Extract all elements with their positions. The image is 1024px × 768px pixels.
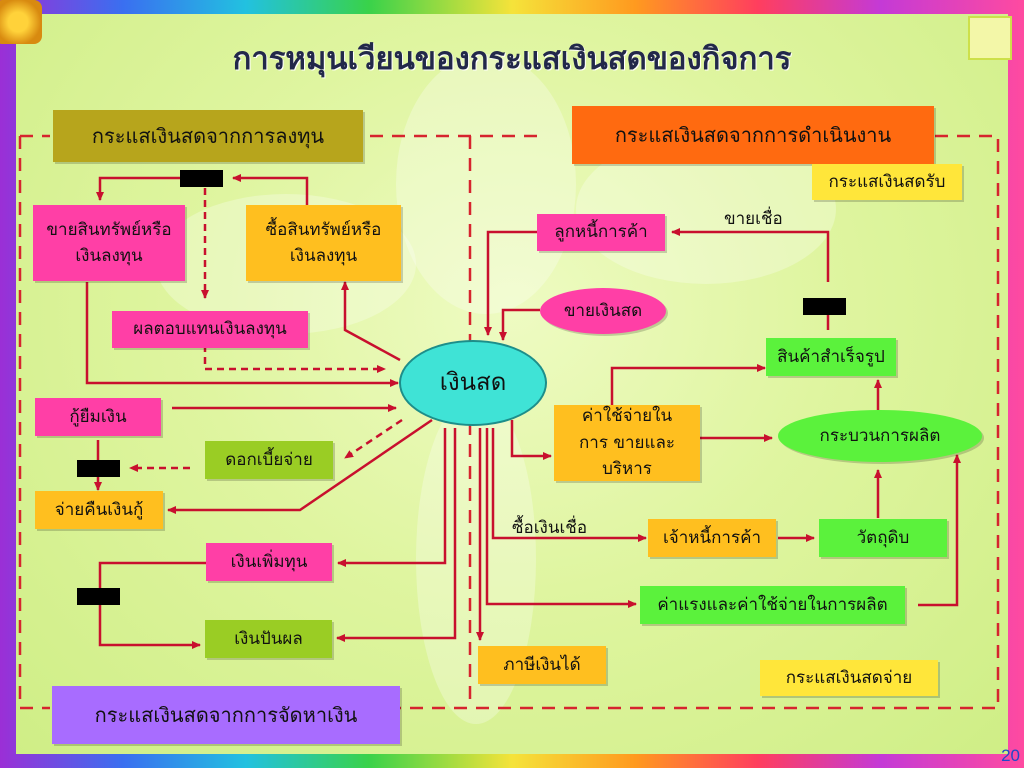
finished-goods-node: สินค้าสำเร็จรูป	[766, 338, 896, 376]
production-process-node: กระบวนการผลิต	[778, 410, 982, 462]
page-number: 20	[1001, 746, 1020, 765]
operating-section-header: กระแสเงินสดจากการดำเนินงาน	[572, 106, 934, 164]
raw-materials-node: วัตถุดิบ	[819, 519, 947, 557]
investment-return-node: ผลตอบแทนเงินลงทุน	[112, 311, 308, 348]
corner-badge-icon	[968, 16, 1012, 60]
selling-admin-expenses-node: ค่าใช้จ่ายในการ ขายและบริหาร	[554, 405, 700, 481]
background-leaf-shape	[396, 54, 576, 314]
income-tax-node: ภาษีเงินได้	[478, 646, 606, 684]
accounts-receivable-node: ลูกหนี้การค้า	[537, 214, 665, 251]
logo-icon	[0, 0, 42, 44]
dividends-node: เงินปันผล	[205, 620, 332, 658]
page-title: การหมุนเวียนของกระแสเงินสดของกิจการ	[232, 41, 792, 77]
interest-paid-node: ดอกเบี้ยจ่าย	[205, 441, 333, 479]
credit-sales-label: ขายเชื่อ	[724, 209, 783, 229]
cash-node: เงินสด	[401, 342, 545, 424]
labor-production-costs-node: ค่าแรงและค่าใช้จ่ายในการผลิต	[640, 586, 905, 624]
loan-repayment-node: จ่ายคืนเงินกู้	[35, 491, 163, 529]
accounts-payable-node: เจ้าหนี้การค้า	[648, 519, 776, 557]
junction-block	[77, 588, 120, 605]
legend-inflow: กระแสเงินสดรับ	[812, 164, 962, 200]
buy-assets-node: ซื้อสินทรัพย์หรือ เงินลงทุน	[246, 205, 401, 281]
sell-assets-node: ขายสินทรัพย์หรือ เงินลงทุน	[33, 205, 185, 281]
capital-increase-node: เงินเพิ่มทุน	[206, 543, 332, 581]
borrowing-node: กู้ยืมเงิน	[35, 398, 161, 436]
financing-section-header: กระแสเงินสดจากการจัดหาเงิน	[52, 686, 400, 744]
credit-purchases-label: ซื้อเงินเชื่อ	[512, 518, 588, 538]
investing-section-header: กระแสเงินสดจากการลงทุน	[53, 110, 363, 162]
legend-outflow: กระแสเงินสดจ่าย	[760, 660, 938, 696]
junction-block	[180, 170, 223, 187]
junction-block	[803, 298, 846, 315]
cash-sales-node: ขายเงินสด	[540, 288, 666, 334]
junction-block	[77, 460, 120, 477]
